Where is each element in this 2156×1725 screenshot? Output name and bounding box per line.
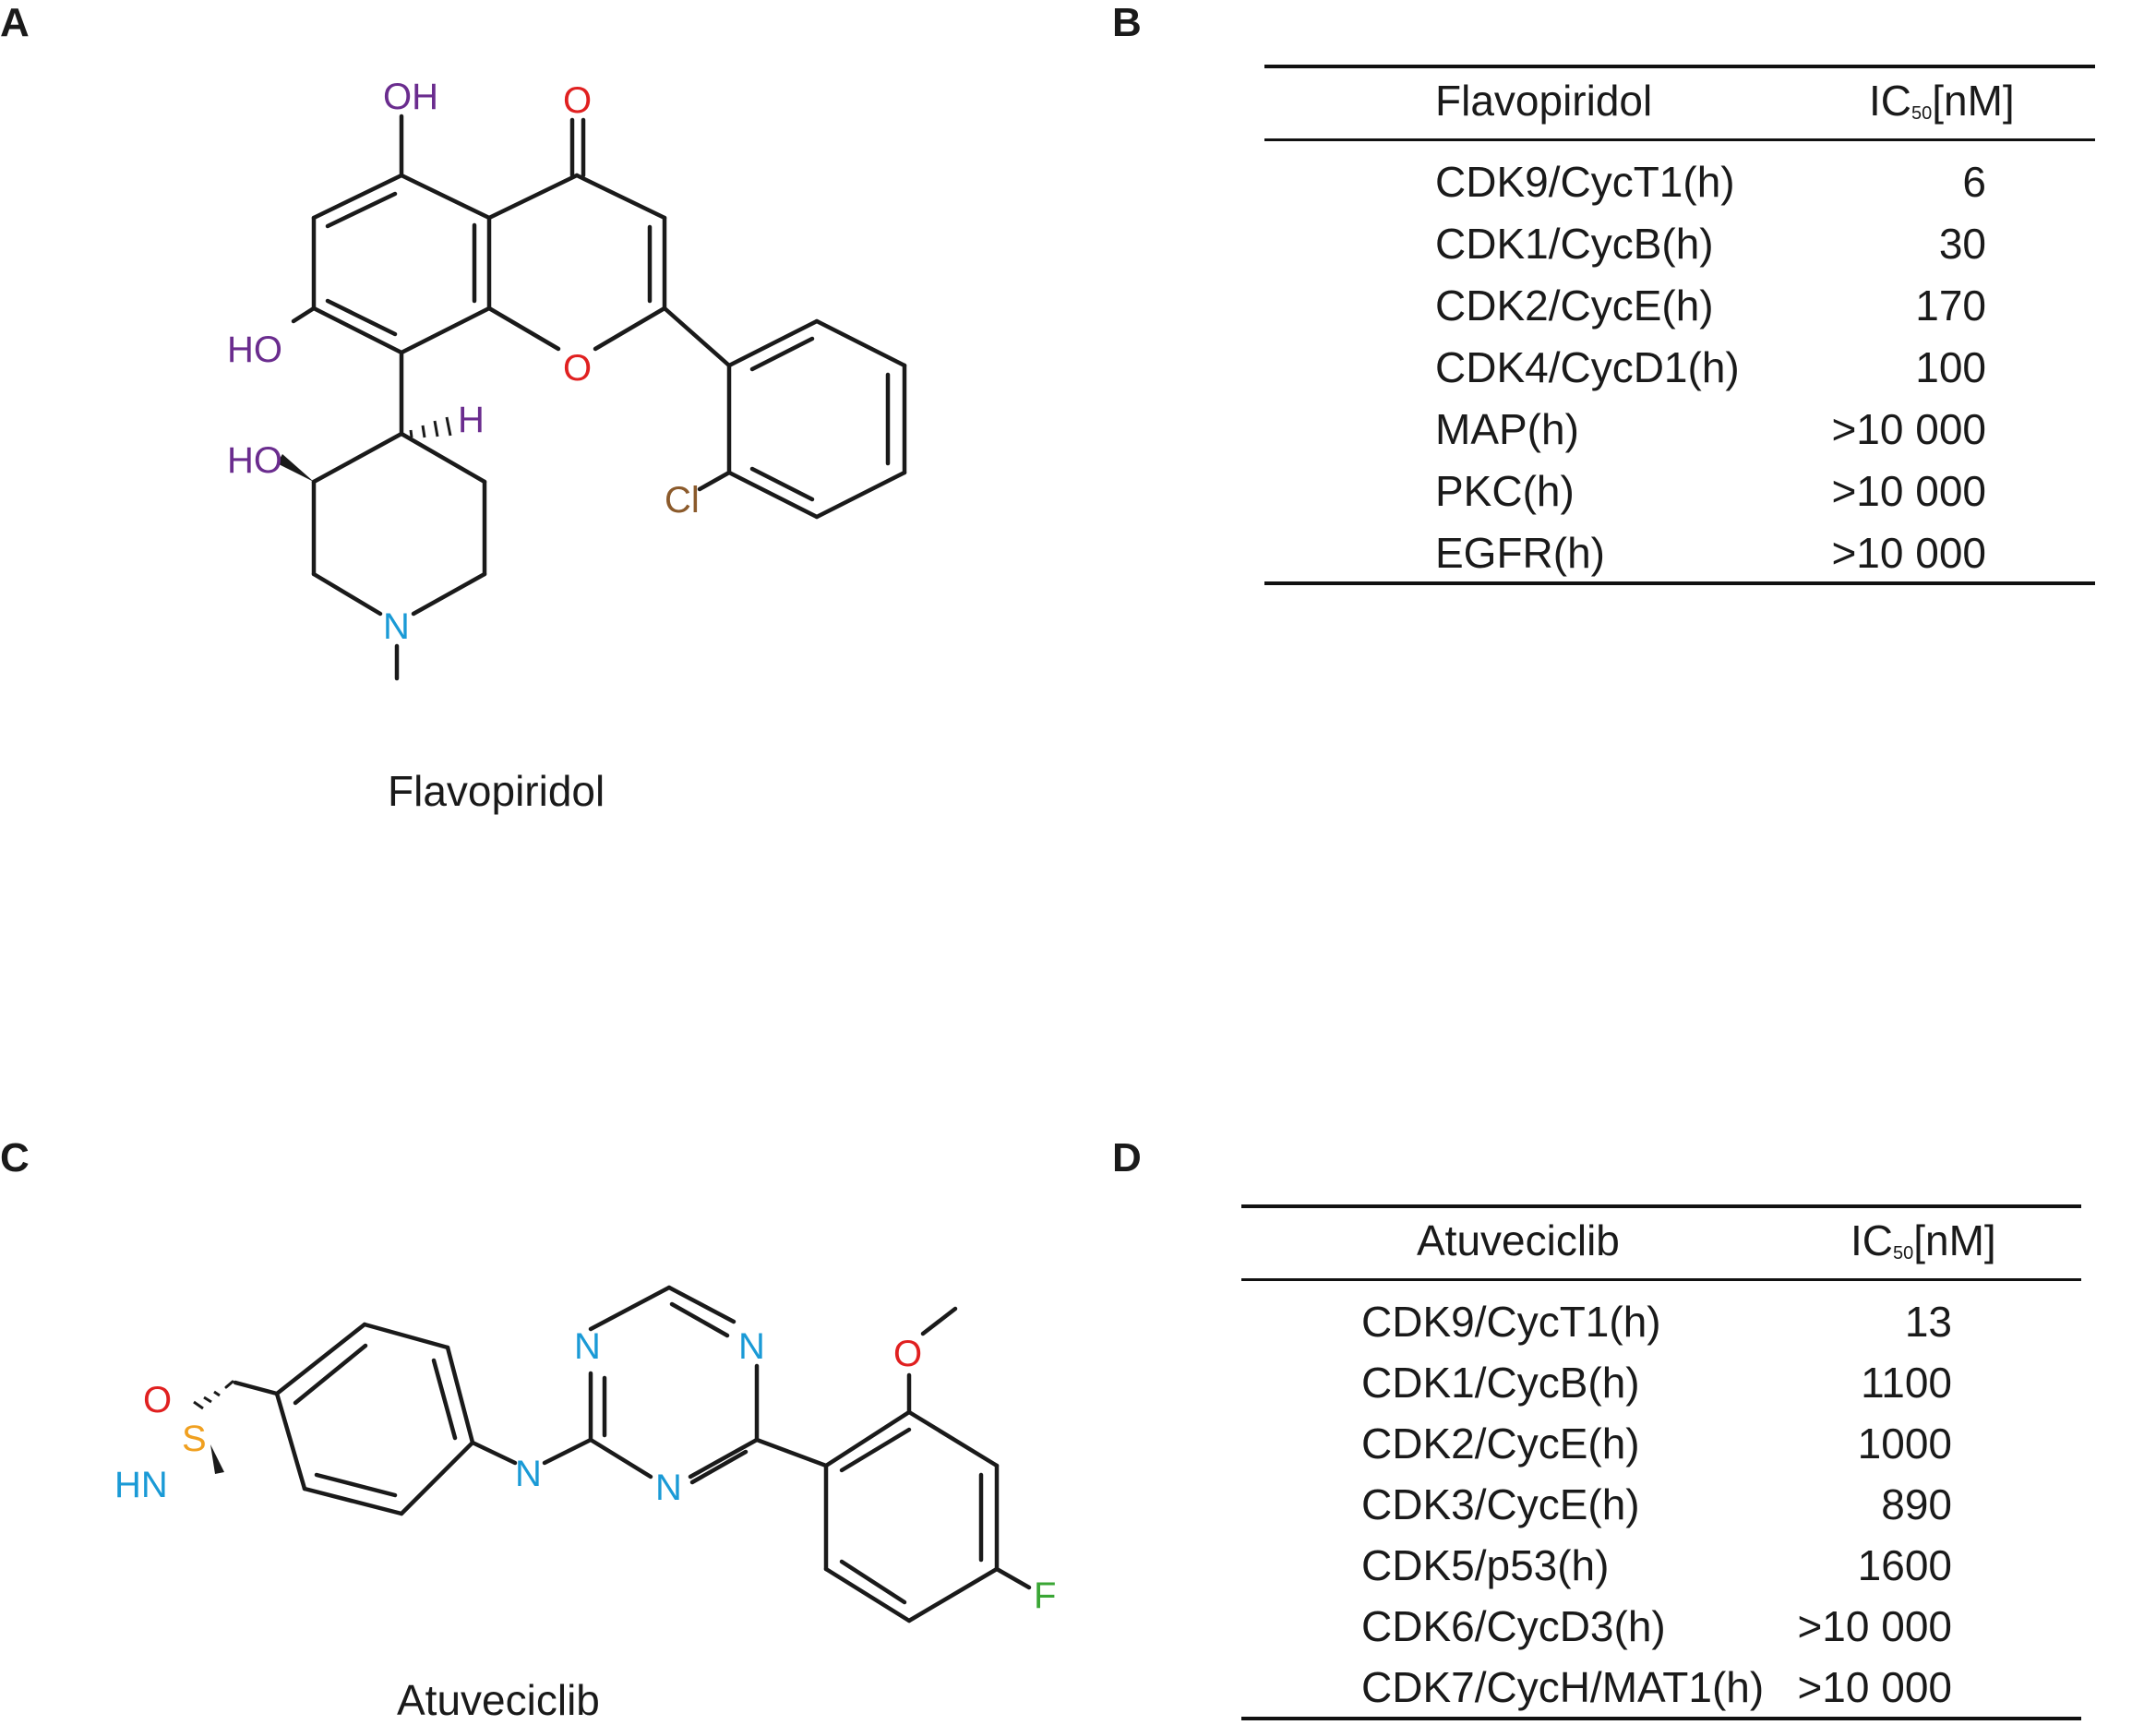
flavopiridol-structure	[291, 114, 907, 681]
table-row-ic50-value: >10 000	[1831, 529, 1986, 577]
table-header-rule	[1241, 1278, 2081, 1281]
table-row-ic50-value: >10 000	[1797, 1663, 1952, 1711]
atom-o-methoxy: O	[893, 1334, 922, 1374]
table-row-target: CDK9/CycT1(h)	[1361, 1298, 1661, 1346]
table-row-ic50-value: 170	[1915, 282, 1986, 329]
table-row-target: CDK5/p53(h)	[1361, 1541, 1610, 1589]
compound-name-flavopiridol: Flavopiridol	[388, 767, 605, 815]
atom-cl: Cl	[665, 480, 700, 521]
table-row-ic50-value: >10 000	[1831, 405, 1986, 453]
atom-o-ring: O	[563, 348, 592, 389]
wedge-bond-s	[210, 1444, 224, 1474]
table-row-target: CDK2/CycE(h)	[1361, 1420, 1640, 1467]
atom-s: S	[182, 1419, 207, 1459]
atom-oh-top: OH	[383, 77, 438, 117]
atom-n-triazine-1: N	[574, 1326, 601, 1367]
table-row-target: MAP(h)	[1435, 405, 1579, 453]
table-row-target: CDK4/CycD1(h)	[1435, 343, 1740, 391]
atom-n-linker: N	[515, 1454, 542, 1494]
hash-bond	[193, 416, 452, 1410]
table-row-ic50-value: >10 000	[1797, 1602, 1952, 1650]
table-row-ic50-value: 1600	[1857, 1541, 1952, 1589]
atom-ho-left: HO	[227, 329, 282, 370]
table-row-target: CDK9/CycT1(h)	[1435, 158, 1735, 206]
table-header-compound: Flavopiridol	[1435, 77, 1653, 125]
table-row-target: CDK1/CycB(h)	[1361, 1359, 1640, 1407]
table-header-rule	[1264, 138, 2095, 141]
table-row-target: CDK2/CycE(h)	[1435, 282, 1714, 329]
atom-o-sulfoximine: O	[143, 1380, 172, 1420]
table-row-ic50-value: 100	[1915, 343, 1986, 391]
panel-label-d: D	[1112, 1135, 1142, 1180]
table-row-target: CDK3/CycE(h)	[1361, 1480, 1640, 1528]
table-row-ic50-value: 890	[1881, 1480, 1952, 1528]
table-row-target: CDK1/CycB(h)	[1435, 220, 1714, 268]
table-row-ic50-value: 30	[1938, 220, 1986, 268]
table-header-ic50: IC50[nM]	[1869, 77, 2015, 125]
table-row-ic50-value: 1100	[1861, 1359, 1952, 1407]
table-bottom-rule	[1264, 581, 2095, 585]
table-top-rule	[1241, 1204, 2081, 1208]
atom-n-triazine-3: N	[655, 1467, 682, 1508]
table-row-ic50-value: 1000	[1857, 1420, 1952, 1467]
panel-label-a: A	[0, 0, 30, 45]
compound-name-atuveciclib: Atuveciclib	[397, 1676, 600, 1724]
table-row-ic50-value: 13	[1904, 1298, 1952, 1346]
atom-o-carbonyl: O	[563, 80, 592, 121]
table-row-target: CDK6/CycD3(h)	[1361, 1602, 1666, 1650]
atom-n-piperidine: N	[383, 606, 410, 647]
atom-h: H	[458, 400, 485, 440]
atom-f: F	[1034, 1575, 1056, 1616]
table-top-rule	[1264, 65, 2095, 68]
atom-ho-piperidine: HO	[227, 440, 282, 481]
table-row-target: EGFR(h)	[1435, 529, 1605, 577]
table-row-target: CDK7/CycH/MAT1(h)	[1361, 1663, 1765, 1711]
atom-hn: HN	[114, 1465, 168, 1505]
table-bottom-rule	[1241, 1717, 2081, 1720]
table-row-ic50-value: 6	[1962, 158, 1986, 206]
panel-label-b: B	[1112, 0, 1142, 45]
atom-n-triazine-2: N	[738, 1326, 765, 1367]
panel-label-c: C	[0, 1135, 30, 1180]
table-header-compound: Atuveciclib	[1417, 1216, 1620, 1264]
table-row-ic50-value: >10 000	[1831, 467, 1986, 515]
table-header-ic50: IC50[nM]	[1851, 1216, 1996, 1264]
atuveciclib-structure	[224, 1285, 1032, 1623]
table-row-target: PKC(h)	[1435, 467, 1575, 515]
wedge-bond	[277, 454, 314, 482]
